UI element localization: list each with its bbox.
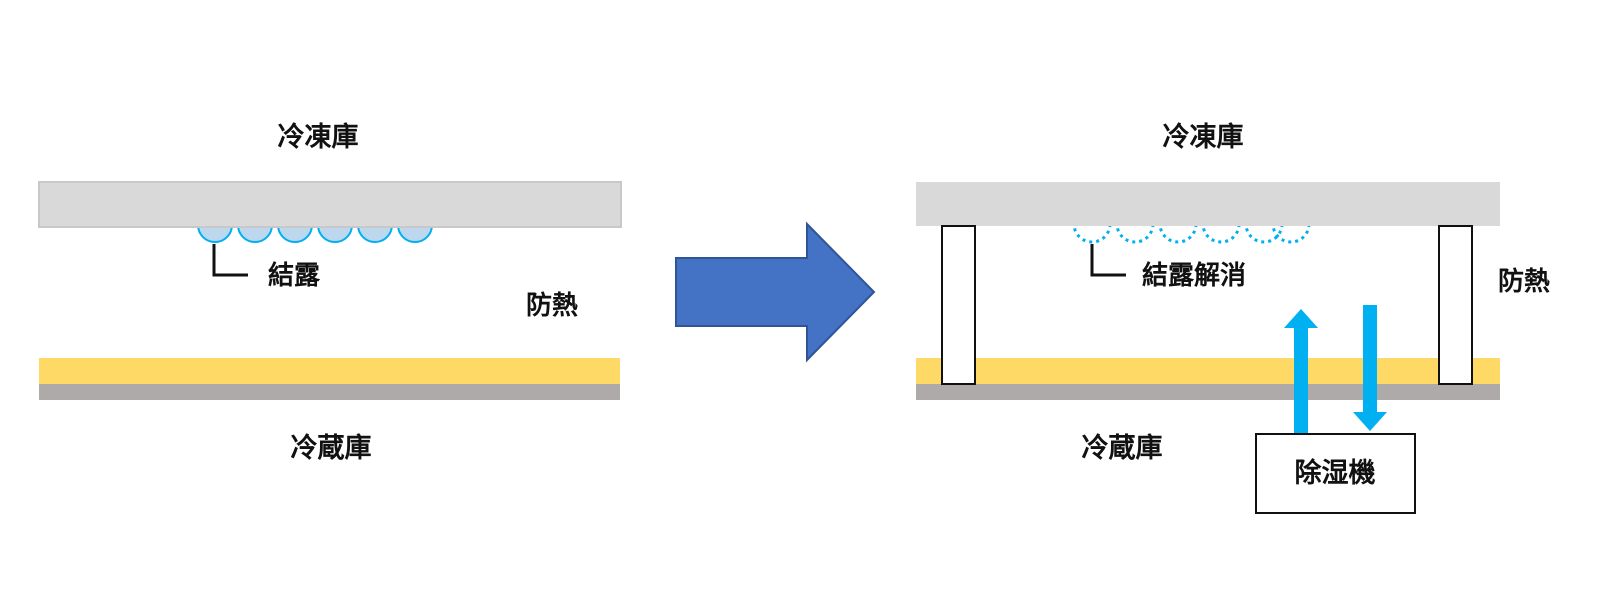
after-insulation-layer	[916, 358, 1500, 384]
after-freezer-label: 冷凍庫	[1163, 122, 1244, 153]
before-panel: 冷凍庫 結露 防熱 冷蔵庫	[38, 122, 622, 464]
after-insulation-label: 防熱	[1498, 267, 1550, 297]
after-freezer-plate	[916, 182, 1500, 226]
condensation-callout-line	[212, 244, 248, 277]
condensation-resolved-label: 結露解消	[1142, 260, 1246, 291]
before-fridge-plate	[39, 384, 620, 400]
before-insulation-layer	[39, 358, 620, 384]
dehumidifier-box	[1255, 433, 1416, 514]
after-panel: 冷凍庫 結露解消 防熱 冷蔵庫 除湿機	[916, 122, 1550, 514]
after-fridge-label: 冷蔵庫	[1082, 433, 1163, 464]
before-fridge-label: 冷蔵庫	[291, 433, 372, 464]
after-fridge-plate	[916, 384, 1500, 400]
arrow-right-icon	[675, 221, 876, 363]
dehumidifier-label: 除湿機	[1295, 457, 1376, 489]
before-insulation-label: 防熱	[526, 291, 578, 321]
arrow-up-icon	[1284, 309, 1318, 440]
before-freezer-plate	[38, 181, 622, 228]
condensation-label: 結露	[268, 260, 321, 291]
resolved-callout-line	[1090, 244, 1126, 277]
arrow-down-icon	[1353, 305, 1387, 431]
before-freezer-label: 冷凍庫	[278, 122, 359, 153]
enclosure-wall-right	[1438, 225, 1473, 385]
enclosure-wall-left	[941, 225, 976, 385]
